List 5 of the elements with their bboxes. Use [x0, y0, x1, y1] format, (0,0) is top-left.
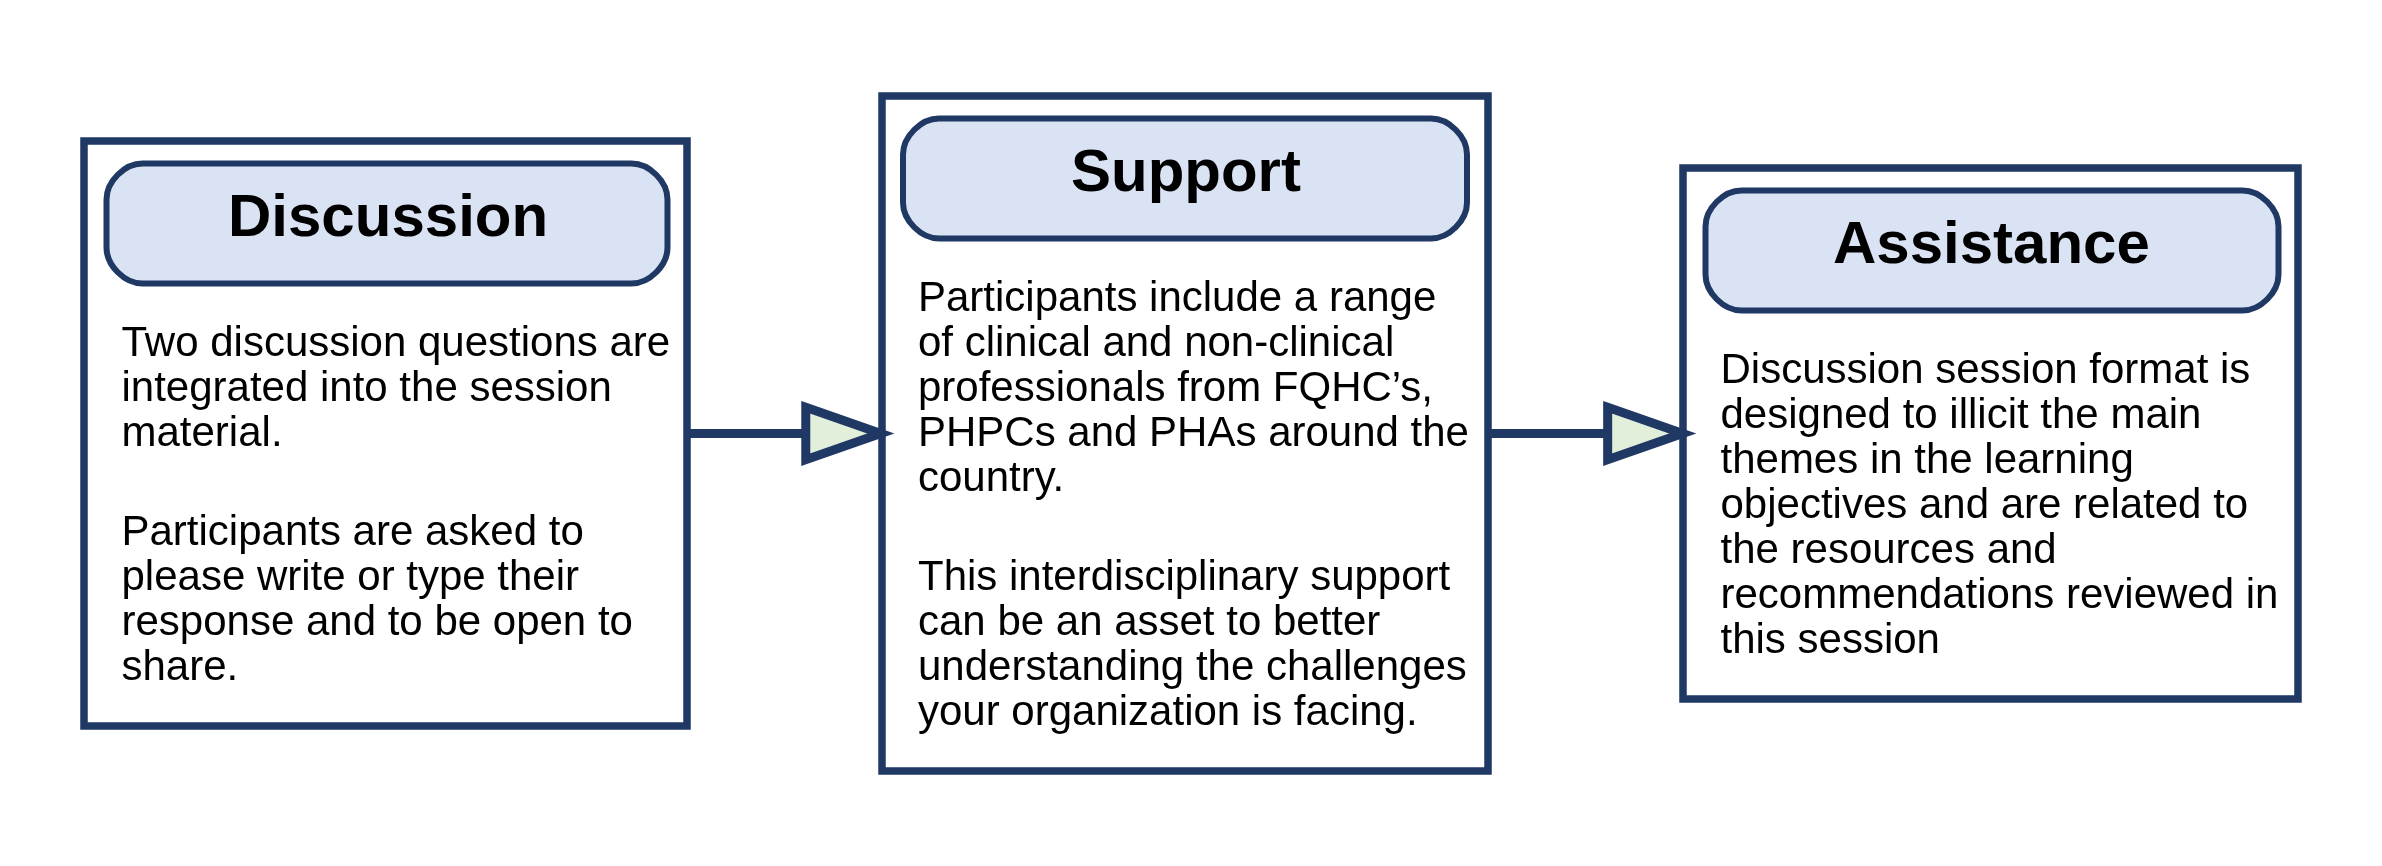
node-box: Support Participants include a range of clinical and non-clinical professionals from FQHC’s, PHPCs and PHAs around the country. This interdisciplinary support can be an asset to better understanding the challenges your organization is facing.	[878, 91, 1492, 775]
node-box: Assistance Discussion session format is designed to illicit the main themes in the learning objectives and are related to the resources and recommendations reviewed in this session	[1679, 163, 2302, 703]
node-box: Discussion Two discussion questions are integrated into the session material. Participants are asked to please write or type their response and to be open to share.	[80, 136, 691, 730]
arrow	[687, 400, 895, 466]
arrow	[1489, 400, 1697, 466]
